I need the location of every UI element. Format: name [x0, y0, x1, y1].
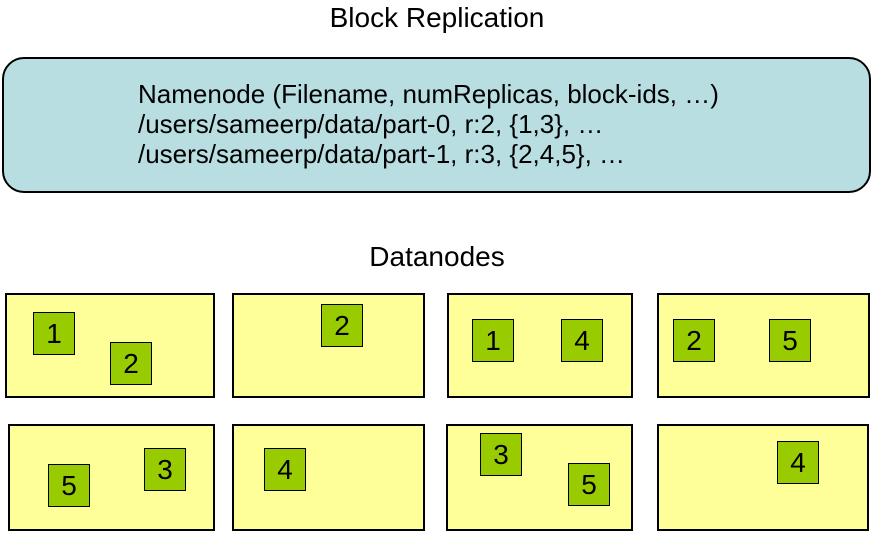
block: 2: [110, 342, 152, 385]
block: 5: [769, 319, 811, 362]
namenode-file-entry-part1: /users/sameerp/data/part-1, r:3, {2,4,5}…: [138, 139, 626, 169]
block: 5: [568, 463, 610, 506]
datanode-box-8: 4: [657, 424, 869, 531]
block: 2: [673, 319, 715, 362]
namenode-text: Namenode (Filename, numReplicas, block-i…: [138, 79, 719, 169]
block: 5: [48, 464, 90, 507]
block: 1: [33, 312, 75, 355]
datanode-box-3: 1 4: [447, 293, 633, 398]
datanode-box-4: 2 5: [657, 293, 870, 398]
datanodes-heading: Datanodes: [369, 241, 505, 272]
datanode-box-1: 1 2: [5, 293, 215, 398]
block: 1: [472, 319, 514, 362]
block: 3: [144, 448, 186, 491]
datanode-box-7: 3 5: [446, 424, 633, 531]
block: 4: [561, 319, 603, 362]
page-title: Block Replication: [329, 2, 545, 33]
datanode-box-5: 5 3: [8, 424, 215, 531]
block: 4: [777, 441, 819, 484]
namenode-file-entry-part0: /users/sameerp/data/part-0, r:2, {1,3}, …: [138, 109, 604, 139]
datanode-box-2: 2: [232, 293, 425, 398]
datanode-box-6: 4: [232, 424, 425, 531]
block: 3: [480, 433, 522, 476]
block: 4: [264, 448, 306, 491]
block: 2: [321, 304, 363, 347]
namenode-header-line: Namenode (Filename, numReplicas, block-i…: [138, 79, 719, 109]
namenode-box: Namenode (Filename, numReplicas, block-i…: [2, 57, 871, 193]
